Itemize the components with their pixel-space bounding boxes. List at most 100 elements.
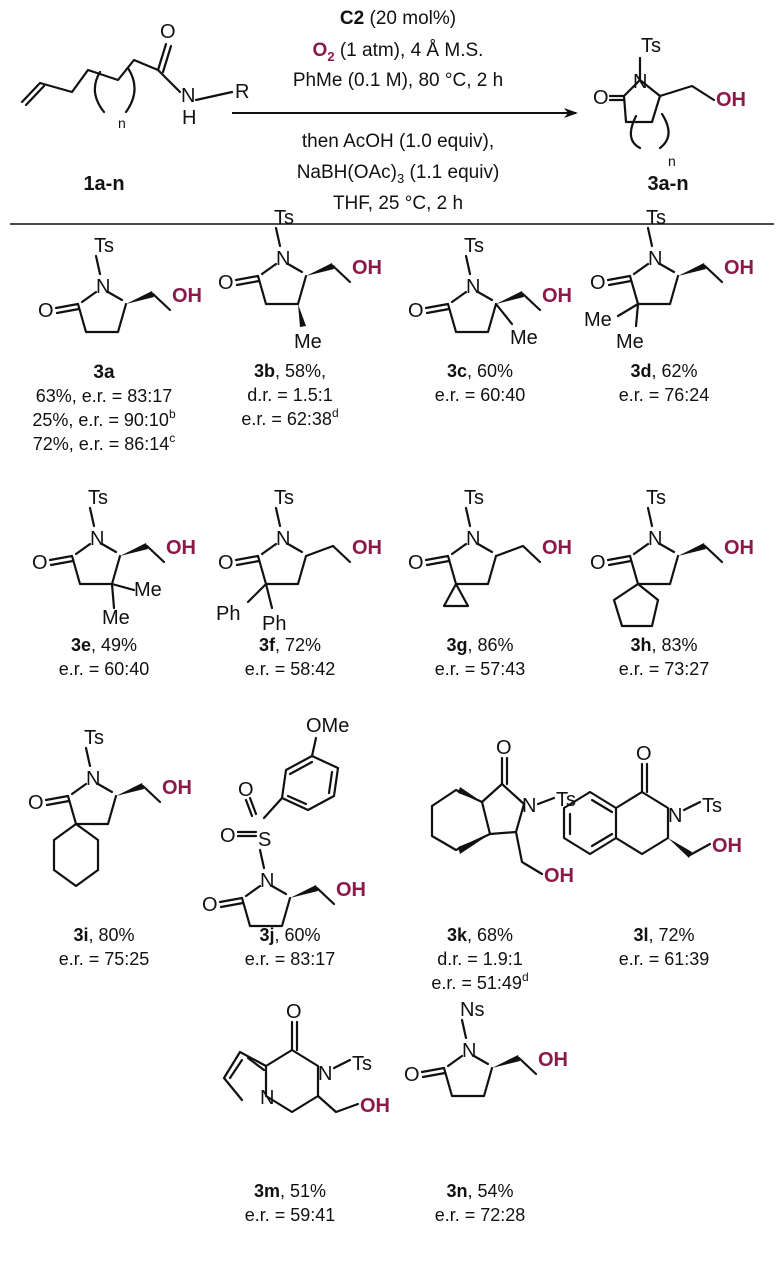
bond [52,822,100,888]
caption-line: 3d, 62% [630,361,697,381]
substrate-label: 1a-n [83,173,124,195]
atom-label: O [590,552,606,574]
reductant-subscript: 3 [397,171,404,186]
bond [310,736,318,758]
bond [446,290,498,334]
catalyst-name: C2 [340,8,364,29]
bond [614,790,670,856]
bond [494,544,525,558]
bond [446,542,498,586]
bond [628,542,680,586]
hydroxyl-group: OH [538,1049,568,1071]
stereo-wedge [458,787,482,802]
bond [236,830,258,838]
compound-id: 3i [73,925,88,945]
bond [616,302,640,328]
atom-label: O [636,743,652,765]
caption-3j: 3j, 60%e.r. = 83:17 [245,925,336,969]
condition-line-5: NaBH(OAc)3 (1.1 equiv) [297,162,500,186]
caption-line: d.r. = 1.5:1 [247,385,333,405]
hydroxyl-group: OH [712,835,742,857]
bond [84,746,92,768]
product-label: 3a-n [647,173,688,195]
atom-label: O [28,792,44,814]
caption-line: 3l, 72% [633,925,694,945]
stereo-wedge [306,263,334,276]
compound-id: 3n [446,1181,467,1201]
bond [464,254,472,276]
stereo-wedge [120,543,148,556]
bond [568,798,614,848]
atom-label: Ts [464,487,484,509]
condition-line-4: then AcOH (1.0 equiv), [302,131,494,152]
caption-3f: 3f, 72%e.r. = 58:42 [245,635,336,679]
substrate-structure: O N H R n [20,21,249,131]
bond [646,226,654,248]
oxidant: O [313,40,328,61]
atom-h: H [182,107,196,129]
bond [316,1094,360,1114]
bond [244,796,258,818]
atom-label: N [260,870,274,892]
condition-line-2: O2 (1 atm), 4 Å M.S. [313,40,484,64]
caption-line: 3c, 60% [447,361,513,381]
bond [331,544,352,564]
bond [442,582,470,608]
bond [286,760,334,806]
bond [606,274,633,287]
yield-text: e.r. = 59:41 [245,1205,336,1225]
bond [274,226,282,248]
catalyst-loading: (20 mol%) [364,8,456,29]
footnote-mark: c [169,431,175,445]
yield-text: , 72% [275,635,321,655]
condition-line-6: THF, 25 °C, 2 h [333,193,463,214]
compound-id: 3h [630,635,651,655]
caption-line: 3k, 68% [447,925,513,945]
caption-line: 3e, 49% [71,635,137,655]
bond [141,784,162,804]
yield-text: , 86% [467,635,513,655]
footnote-mark: d [332,406,339,420]
compound-id: 3f [259,635,276,655]
caption-line: e.r. = 60:40 [435,385,526,405]
caption-line: 72%, e.r. = 86:14c [33,431,176,454]
atom-label: Ts [94,235,114,257]
yield-text: , 80% [88,925,134,945]
bond [234,554,261,567]
caption-line: e.r. = 76:24 [619,385,710,405]
atom-label: Me [616,331,644,353]
atom-label: N [318,1063,332,1085]
atom-label: Ts [702,795,722,817]
caption-line: e.r. = 51:49d [431,970,528,993]
atom-label: O [408,552,424,574]
bond [494,302,514,326]
caption-line: 3i, 80% [73,925,134,945]
stereo-wedge [678,543,706,556]
bond [304,544,335,558]
atom-label: Me [294,331,322,353]
stereo-wedge [458,834,490,854]
bond [110,582,136,610]
bond [521,544,542,564]
bond [628,262,680,306]
bond [420,1066,447,1079]
stereo-wedge [116,783,144,796]
hydroxyl-group: OH [352,537,382,559]
atom-label: Ts [274,207,294,229]
hydroxyl-group: OH [542,285,572,307]
yield-text: e.r. = 51:49 [431,973,522,993]
bond [612,582,660,628]
stereo-wedge [668,838,692,858]
bond [256,542,308,586]
product-structures: ONTsOHONTsOHMeONTsOHMeONTsOHMeMeONTsOHMe… [28,207,754,1117]
bond [562,790,618,856]
yield-text: , 62% [651,361,697,381]
condition-line-3: PhMe (0.1 M), 80 °C, 2 h [293,70,503,91]
yield-text: 25%, e.r. = 90:10 [32,410,169,430]
